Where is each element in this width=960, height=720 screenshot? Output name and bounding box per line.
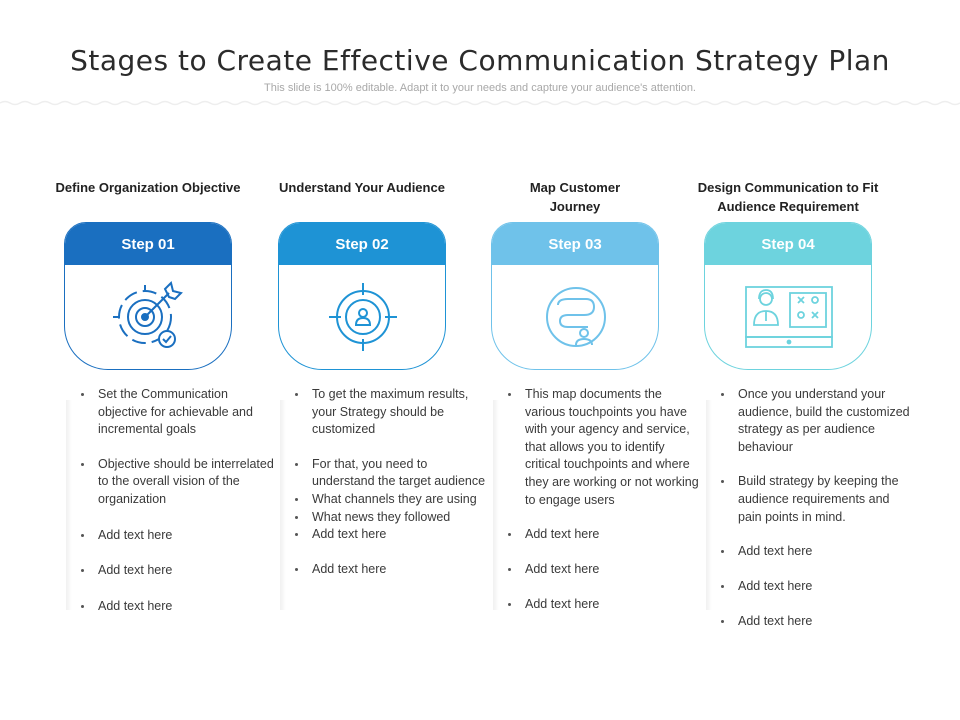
step-card: Step 03 <box>491 222 659 370</box>
target-arrow-icon <box>65 275 231 359</box>
step-label: Step 03 <box>492 223 658 265</box>
list-item: Once you understand your audience, build… <box>716 386 916 456</box>
step-label: Step 01 <box>65 223 231 265</box>
list-item: For that, you need to understand the tar… <box>290 456 490 491</box>
decorative-shadow <box>66 400 72 610</box>
list-item: Set the Communication objective for achi… <box>76 386 276 439</box>
stage-3-bullets: This map documents the various touchpoin… <box>503 386 703 614</box>
step-label: Step 02 <box>279 223 445 265</box>
list-item: Add text here <box>716 543 916 561</box>
list-item: Add text here <box>503 526 703 544</box>
stage-heading: Define Organization Objective <box>55 180 241 195</box>
step-card: Step 01 <box>64 222 232 370</box>
decorative-shadow <box>706 400 712 610</box>
stage-2: Understand Your Audience Step 02 <box>262 178 462 370</box>
crosshair-person-icon <box>279 275 445 359</box>
decorative-shadow <box>280 400 286 610</box>
stage-heading: Map Customer Journey <box>529 180 621 214</box>
list-item: Add text here <box>76 598 276 616</box>
decorative-shadow <box>493 400 499 610</box>
list-item: Add text here <box>290 561 490 579</box>
list-item: To get the maximum results, your Strateg… <box>290 386 490 439</box>
stage-3: Map Customer Journey Step 03 <box>475 178 675 370</box>
list-item: What news they followed <box>290 509 490 527</box>
stage-2-bullets: To get the maximum results, your Strateg… <box>290 386 490 578</box>
stage-1-bullets: Set the Communication objective for achi… <box>76 386 276 615</box>
list-item: This map documents the various touchpoin… <box>503 386 703 509</box>
stage-heading: Design Communication to Fit Audience Req… <box>697 180 879 214</box>
step-card: Step 02 <box>278 222 446 370</box>
list-item: Add text here <box>716 613 916 631</box>
journey-path-icon <box>492 275 658 359</box>
stage-4: Design Communication to Fit Audience Req… <box>688 178 888 370</box>
step-label: Step 04 <box>705 223 871 265</box>
page-title: Stages to Create Effective Communication… <box>70 44 890 77</box>
stage-1: Define Organization Objective Step 01 <box>48 178 248 370</box>
page-subtitle: This slide is 100% editable. Adapt it to… <box>264 82 696 94</box>
stage-heading: Understand Your Audience <box>279 180 445 195</box>
list-item: Add text here <box>503 561 703 579</box>
list-item: Objective should be interrelated to the … <box>76 456 276 509</box>
list-item: Add text here <box>503 596 703 614</box>
decorative-divider <box>0 100 960 106</box>
step-card: Step 04 <box>704 222 872 370</box>
list-item: Build strategy by keeping the audience r… <box>716 473 916 526</box>
presentation-board-icon <box>705 275 871 359</box>
list-item: Add text here <box>76 527 276 545</box>
list-item: Add text here <box>76 562 276 580</box>
list-item: What channels they are using <box>290 491 490 509</box>
stage-4-bullets: Once you understand your audience, build… <box>716 386 916 631</box>
list-item: Add text here <box>290 526 490 544</box>
list-item: Add text here <box>716 578 916 596</box>
